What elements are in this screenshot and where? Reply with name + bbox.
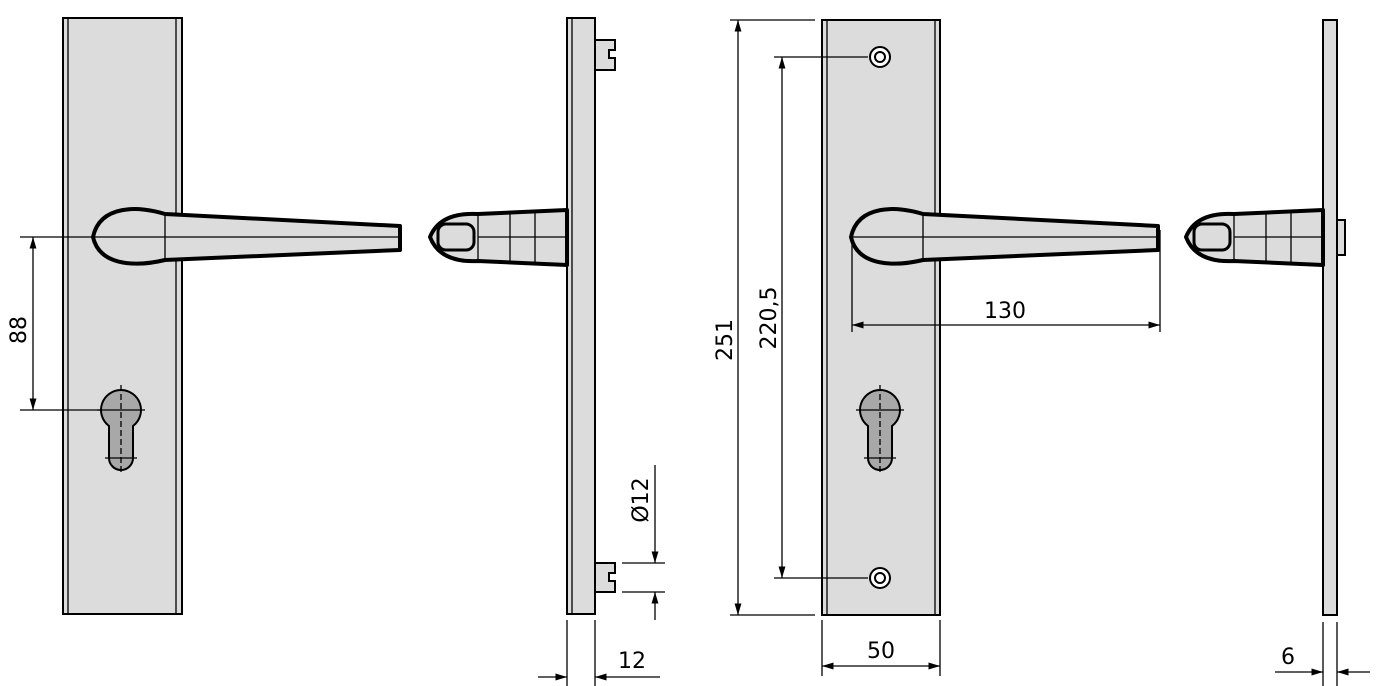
dim-220-5: 220,5	[757, 287, 782, 350]
backplate	[62, 17, 183, 615]
dim-50: 50	[867, 639, 895, 664]
dim-88: 88	[7, 316, 32, 344]
dim-pin-diameter: Ø12	[629, 477, 654, 522]
backplate	[821, 19, 941, 616]
side-view-with-cylinder: 12 Ø12	[428, 17, 665, 686]
side-view-dimensioned: 6	[1184, 19, 1370, 686]
knob-side	[428, 208, 569, 267]
front-view-with-cylinder: 88	[7, 17, 402, 615]
dim-6: 6	[1281, 645, 1295, 670]
dim-12: 12	[618, 649, 646, 674]
backplate-side	[566, 17, 596, 615]
dim-251: 251	[713, 319, 738, 361]
backplate-side	[1322, 19, 1338, 616]
screw-hole-top	[869, 46, 891, 68]
front-view-dimensioned: 251 220,5 130 50	[713, 19, 1161, 676]
dim-130: 130	[984, 299, 1026, 324]
lever-handle	[849, 207, 1160, 266]
lever-handle	[91, 207, 402, 266]
knob-side	[1184, 208, 1325, 267]
screw-hole-bottom	[869, 567, 891, 589]
